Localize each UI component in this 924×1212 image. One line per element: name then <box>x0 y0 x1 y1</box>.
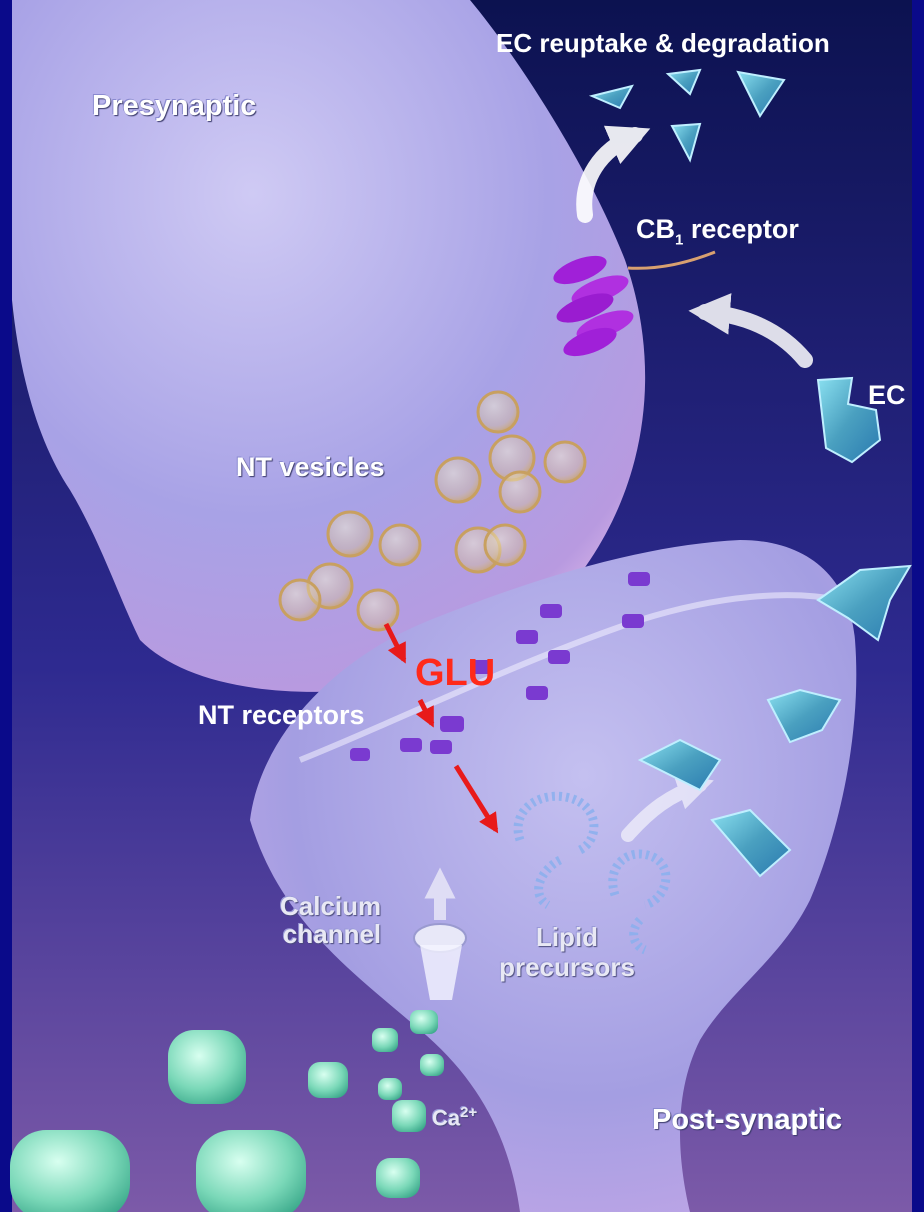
calcium-channel-label: Calcium channel <box>280 892 381 948</box>
calcium-ion-label: Ca2+ <box>432 1104 477 1131</box>
glu-label: GLU <box>415 652 495 695</box>
lipid-precursors-line2: precursors <box>492 952 642 982</box>
ec-reuptake-label: EC reuptake & degradation <box>496 28 830 59</box>
calcium-channel-line1: Calcium <box>280 892 381 920</box>
calcium-ion-prefix: Ca <box>432 1105 460 1130</box>
nt-receptors-label: NT receptors <box>198 700 365 731</box>
lipid-precursors-label: Lipid precursors <box>492 922 642 982</box>
lipid-precursors-line1: Lipid <box>492 922 642 952</box>
calcium-ion-superscript: 2+ <box>460 1104 477 1121</box>
cb1-receptor-label: CB1 receptor <box>636 214 799 248</box>
post-synaptic-label: Post-synaptic <box>652 1104 842 1137</box>
ec-label: EC <box>868 380 906 411</box>
cb1-label-prefix: CB <box>636 214 675 244</box>
calcium-channel-line2: channel <box>280 920 381 948</box>
cb1-label-suffix: receptor <box>683 214 799 244</box>
presynaptic-label: Presynaptic <box>92 90 256 123</box>
nt-vesicles-label: NT vesicles <box>236 452 385 483</box>
